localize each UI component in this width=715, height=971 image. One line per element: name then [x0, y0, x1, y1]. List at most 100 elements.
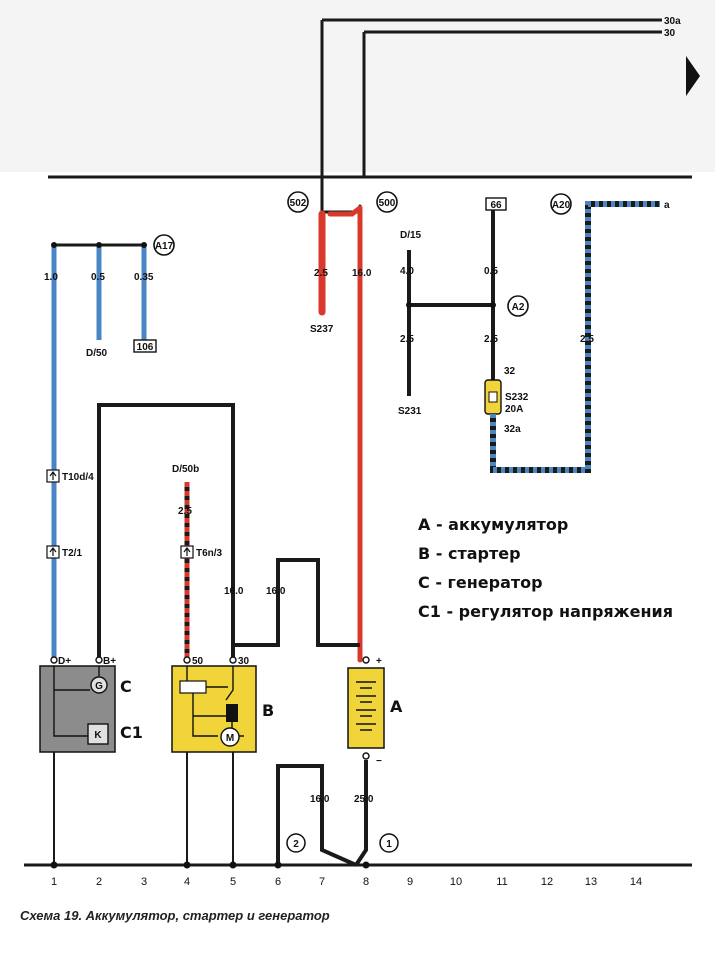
- starter-battery-wire: [233, 558, 360, 647]
- supply-rails: [320, 18, 662, 178]
- svg-text:1: 1: [386, 839, 392, 850]
- fuse-s232: [484, 379, 502, 415]
- battery-block: [347, 667, 385, 749]
- red-wires: [318, 176, 363, 663]
- wire-label-2-5-d: 2.5: [580, 334, 594, 345]
- scale-number-11: 11: [496, 876, 507, 888]
- ground-point-1: 1: [379, 833, 399, 853]
- battery-cells-icon: [356, 681, 376, 731]
- scale-number-7: 7: [319, 876, 325, 888]
- label-s237: S237: [310, 324, 334, 335]
- pin-32a: 32a: [504, 424, 521, 435]
- scale-number-3: 3: [141, 876, 147, 888]
- battery-plus: +: [376, 656, 382, 667]
- a17-group: [51, 243, 147, 660]
- bus-node: [183, 861, 191, 869]
- wire-label-2-5-b: 2.5: [400, 334, 414, 345]
- scale-number-1: 1: [51, 876, 57, 888]
- wire-label-0-5-a: 0.5: [91, 272, 105, 283]
- component-c1: C1: [120, 723, 143, 742]
- wire-label-25-0: 25.0: [354, 794, 374, 805]
- scale-number-14: 14: [630, 876, 642, 888]
- svg-text:2: 2: [293, 839, 299, 850]
- junction-500: 500: [376, 191, 398, 213]
- label-s232: S232: [505, 392, 529, 403]
- pin-32: 32: [504, 366, 516, 377]
- wire-label-0-35: 0.35: [134, 272, 154, 283]
- legend-item: А - аккумулятор: [418, 515, 568, 534]
- junction-a17: A17: [153, 234, 175, 256]
- legend: А - аккумулятор В - стартер С - генераторС…: [418, 515, 673, 621]
- component-a: A: [390, 697, 403, 716]
- bus-node: [362, 861, 370, 869]
- connector-t10d: [46, 469, 60, 483]
- solenoid-icon: [226, 704, 238, 722]
- ground-point-2: 2: [286, 833, 306, 853]
- generator-block: G K: [39, 665, 116, 753]
- bus-node: [274, 861, 282, 869]
- box-106: [133, 339, 157, 353]
- wire-label-2-5-e: 2.5: [178, 506, 192, 517]
- wire-label-16-0-d: 16.0: [310, 794, 330, 805]
- battery-minus: −: [376, 756, 382, 767]
- box-66: [485, 197, 507, 211]
- wire-label-2-5-c: 2.5: [484, 334, 498, 345]
- legend-item: В - стартер: [418, 544, 521, 563]
- motor-icon: [220, 727, 240, 747]
- junction-502: 502: [287, 191, 309, 213]
- regulator-icon: [87, 723, 109, 745]
- generator-icon: [90, 676, 108, 694]
- junction-a2: A2: [507, 295, 529, 317]
- pin-d-plus: D+: [58, 656, 71, 667]
- wire-label-16-0-b: 16.0: [224, 586, 244, 597]
- label-d50b: D/50b: [172, 464, 199, 475]
- b-plus-wire: [97, 403, 235, 660]
- wire-label-2-5: 2.5: [314, 268, 328, 279]
- component-b: B: [262, 701, 274, 720]
- label-s232-amp: 20A: [505, 404, 523, 415]
- pin-30: 30: [238, 656, 250, 667]
- pin-50: 50: [192, 656, 204, 667]
- terminal-30a: 30a: [664, 16, 681, 27]
- bus-node: [229, 861, 237, 869]
- label-d50: D/50: [86, 348, 108, 359]
- scale-number-13: 13: [585, 876, 597, 888]
- scale-number-10: 10: [450, 876, 462, 888]
- scale-number-9: 9: [407, 876, 413, 888]
- striped-a20-wire: [490, 201, 660, 473]
- svg-text:502: 502: [290, 198, 307, 209]
- legend-item: С - генератор: [418, 573, 543, 592]
- wire-label-16-0: 16.0: [352, 268, 372, 279]
- wire-label-1-0: 1.0: [44, 272, 58, 283]
- label-t6n: T6n/3: [196, 548, 223, 559]
- figure-caption: Схема 19. Аккумулятор, стартер и генерат…: [20, 908, 330, 923]
- label-t21: T2/1: [62, 548, 82, 559]
- connector-t6n: [180, 545, 194, 559]
- relay-icon: [179, 680, 207, 694]
- bus-node: [50, 861, 58, 869]
- label-s231: S231: [398, 406, 422, 417]
- scale-number-6: 6: [275, 876, 281, 888]
- legend-item: С1 - регулятор напряжения: [418, 602, 673, 621]
- scale-number-5: 5: [230, 876, 236, 888]
- svg-text:K: K: [94, 730, 102, 741]
- top-band: [0, 0, 715, 172]
- scale-number-4: 4: [184, 876, 190, 888]
- box-106-label: 106: [137, 342, 154, 353]
- terminal-a: a: [664, 200, 670, 211]
- svg-text:M: M: [226, 733, 234, 744]
- box-66-label: 66: [490, 200, 502, 211]
- scale-number-8: 8: [363, 876, 369, 888]
- svg-text:A17: A17: [155, 241, 174, 252]
- scale-number-2: 2: [96, 876, 102, 888]
- component-c: C: [120, 677, 132, 696]
- starter-block: M: [171, 665, 257, 753]
- svg-text:A20: A20: [552, 200, 571, 211]
- label-t10d: T10d/4: [62, 472, 94, 483]
- scale-number-12: 12: [541, 876, 553, 888]
- junction-a20: A20: [550, 193, 572, 215]
- ground-wires: [53, 752, 368, 867]
- d15-branch: [407, 250, 493, 396]
- terminal-30: 30: [664, 28, 676, 39]
